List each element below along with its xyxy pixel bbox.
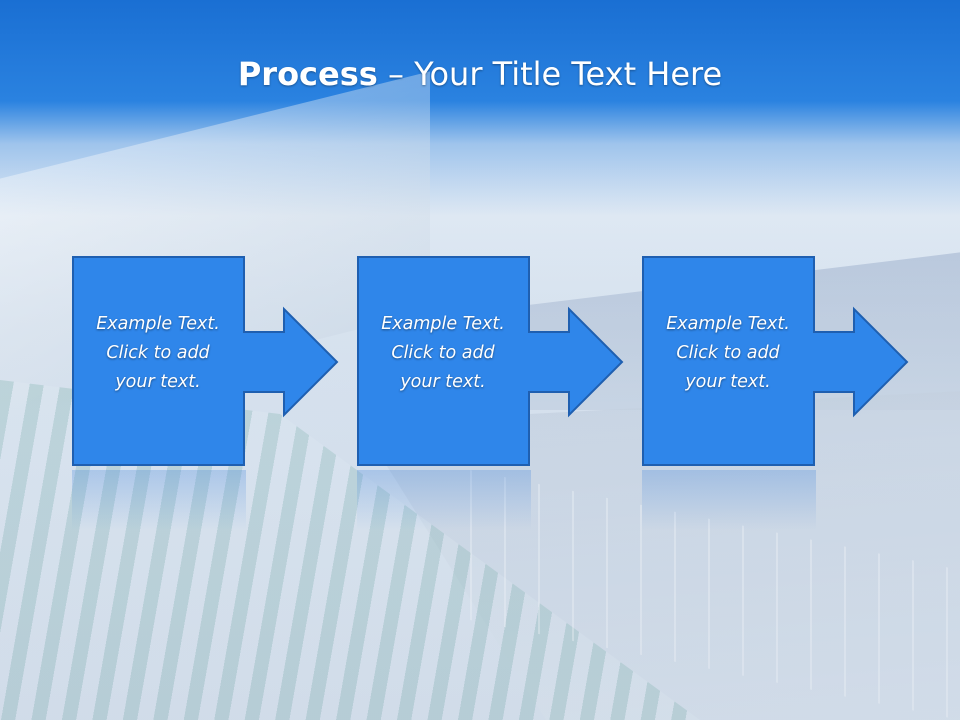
title-rest-part: – Your Title Text Here — [377, 55, 723, 93]
step-text[interactable]: Example Text. Click to add your text. — [666, 314, 790, 392]
step-arrow-shape — [357, 256, 624, 466]
slide-title[interactable]: Process – Your Title Text Here — [0, 52, 960, 96]
title-bold-part: Process — [237, 55, 378, 93]
step-1-reflection — [72, 470, 246, 530]
step-3-reflection — [642, 470, 816, 530]
process-step-3[interactable]: Example Text. Click to add your text. — [642, 256, 932, 468]
step-2-reflection — [357, 470, 531, 530]
step-text[interactable]: Example Text. Click to add your text. — [96, 314, 220, 392]
step-arrow-shape — [72, 256, 339, 466]
step-arrow-shape — [642, 256, 909, 466]
step-text[interactable]: Example Text. Click to add your text. — [381, 314, 505, 392]
process-step-1[interactable]: Example Text. Click to add your text. — [72, 256, 362, 468]
process-step-2[interactable]: Example Text. Click to add your text. — [357, 256, 647, 468]
